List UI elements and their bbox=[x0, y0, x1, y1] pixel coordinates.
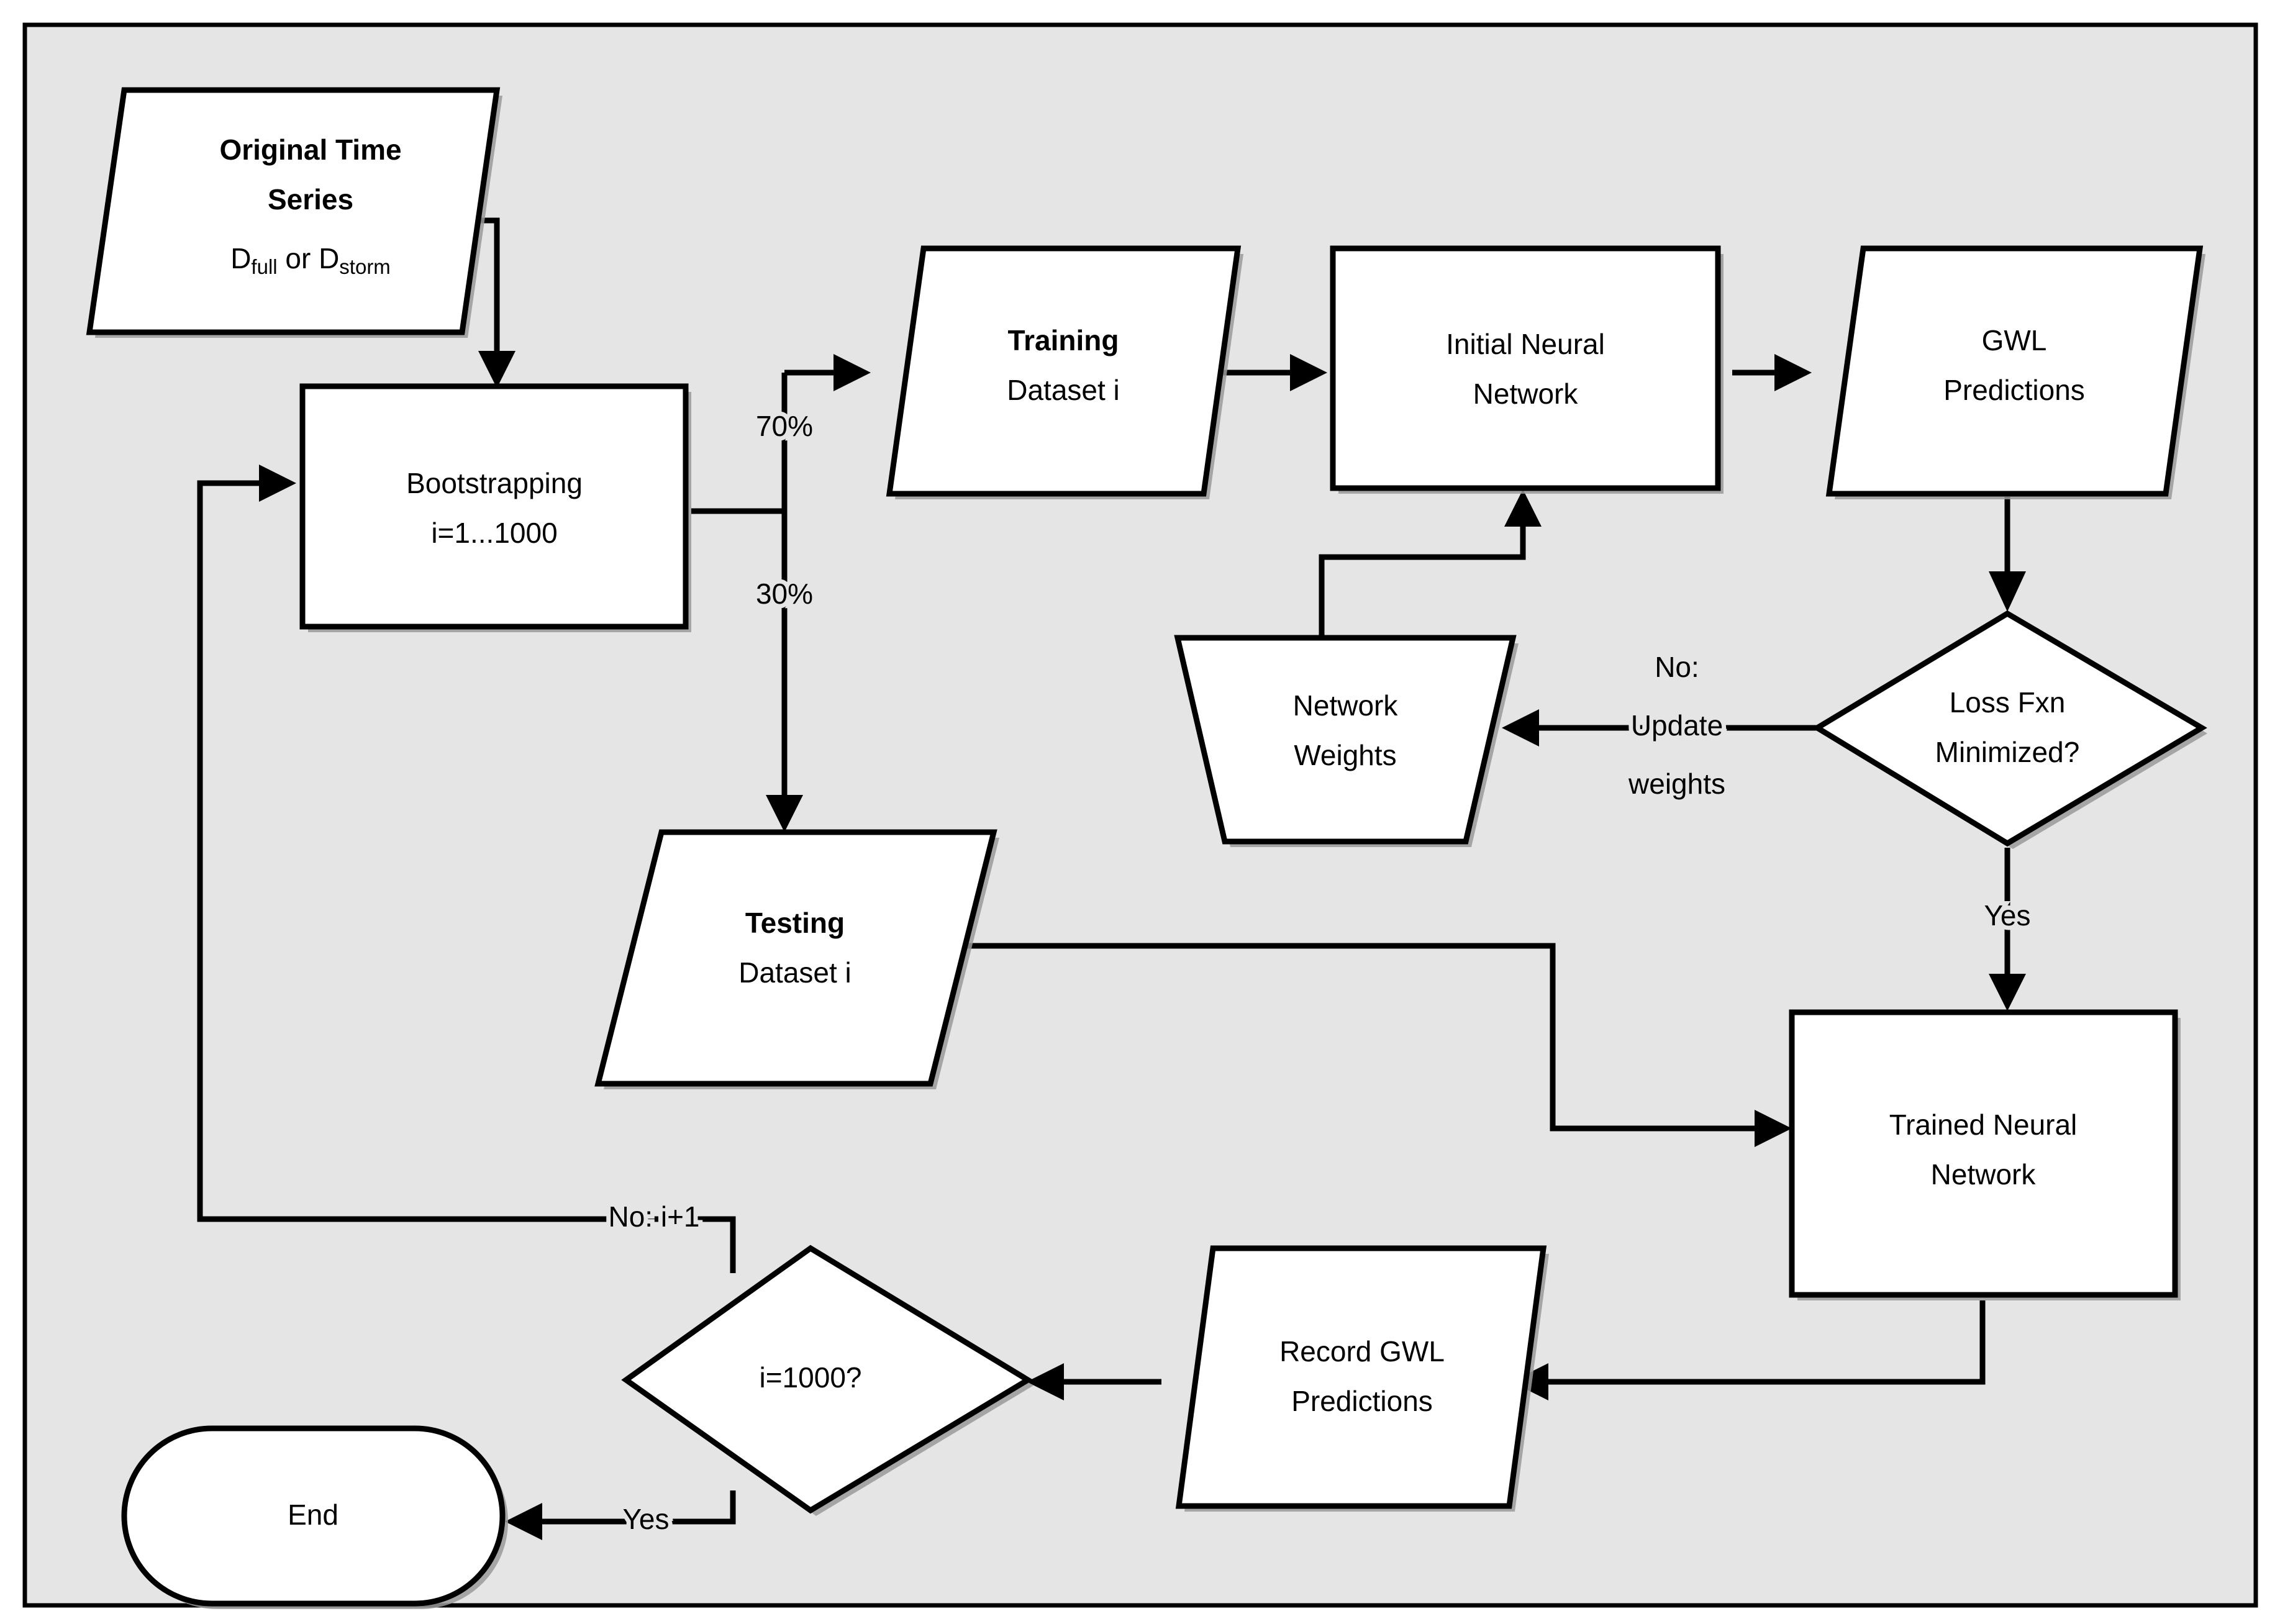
svg-text:No: i+1: No: i+1 bbox=[608, 1200, 699, 1233]
node-record-gwl-predictions-shape bbox=[1175, 1245, 1547, 1509]
svg-text:weights: weights bbox=[1628, 768, 1725, 800]
edge-loopcheck-yes-to-end bbox=[534, 1490, 736, 1525]
arrowhead-lossfxn-no-to-weights bbox=[1502, 709, 1539, 746]
node-record-gwl-predictions-line2: Predictions bbox=[1291, 1385, 1433, 1417]
node-bootstrapping[interactable]: Bootstrapping i=1...1000 bbox=[299, 383, 691, 632]
node-trained-neural-network-line2: Network bbox=[1931, 1158, 2037, 1191]
arrowhead-lossfxn-yes-to-trainednn bbox=[1989, 974, 2026, 1011]
node-loss-fxn-minimized-line1: Loss Fxn bbox=[1950, 686, 2066, 719]
node-original-time-series-line1: Original Time bbox=[219, 134, 401, 166]
node-record-gwl-predictions-line1: Record GWL bbox=[1279, 1335, 1445, 1368]
edge-label-70-percent: 70% 70% bbox=[752, 406, 817, 447]
node-loss-fxn-minimized-shape bbox=[1812, 610, 2207, 847]
node-initial-neural-network-line1: Initial Neural bbox=[1446, 328, 1605, 360]
node-network-weights-shape bbox=[1174, 635, 1517, 845]
node-loop-check-shape bbox=[621, 1245, 1033, 1514]
node-testing-dataset-shape bbox=[594, 829, 997, 1087]
node-loss-fxn-minimized[interactable]: Loss Fxn Minimized? bbox=[1812, 610, 2207, 849]
node-loss-fxn-minimized-line2: Minimized? bbox=[1935, 736, 2080, 768]
svg-text:Yes: Yes bbox=[1984, 899, 2030, 932]
arrowhead-loopcheck-yes-to-end bbox=[505, 1503, 542, 1540]
edge-label-loss-no-update-weights: No: No: Update Update weights weights bbox=[1624, 646, 1730, 804]
arrowhead-weights-to-initialnn bbox=[1504, 489, 1542, 527]
svg-text:70%: 70% bbox=[756, 410, 813, 442]
svg-text:No: i+1: No: i+1 bbox=[608, 1200, 699, 1233]
node-gwl-predictions-shape bbox=[1825, 245, 2204, 497]
node-training-dataset[interactable]: Training Dataset i bbox=[886, 245, 1243, 499]
arrowhead-split-to-training bbox=[833, 354, 871, 391]
node-initial-neural-network[interactable]: Initial Neural Network bbox=[1330, 245, 1724, 494]
arrowhead-training-to-initialnn bbox=[1290, 354, 1327, 391]
node-end[interactable]: End bbox=[121, 1425, 508, 1609]
node-bootstrapping-line2: i=1...1000 bbox=[431, 517, 557, 549]
node-network-weights[interactable]: Network Weights bbox=[1174, 635, 1519, 847]
node-ots-or-mid: or D bbox=[278, 242, 340, 274]
node-original-time-series-shape bbox=[86, 87, 501, 335]
node-gwl-predictions[interactable]: GWL Predictions bbox=[1825, 245, 2205, 499]
node-initial-neural-network-shape bbox=[1330, 245, 1721, 491]
svg-text:No:: No: bbox=[1655, 651, 1699, 683]
arrowhead-gwl-to-lossfxn bbox=[1989, 571, 2026, 612]
node-loop-check[interactable]: i=1000? bbox=[621, 1245, 1033, 1516]
edge-label-loop-no: No: i+1 No: i+1 bbox=[604, 1196, 704, 1237]
node-bootstrapping-shape bbox=[299, 383, 689, 630]
svg-text:70%: 70% bbox=[756, 410, 813, 442]
node-original-time-series[interactable]: Original Time Series Dfull or Dstorm bbox=[86, 87, 502, 338]
edge-label-30-percent: 30% 30% bbox=[752, 573, 817, 614]
edge-label-loss-yes: Yes Yes bbox=[1979, 895, 2035, 936]
svg-text:Yes: Yes bbox=[1984, 899, 2030, 932]
svg-text:30%: 30% bbox=[756, 578, 813, 610]
node-loop-check-label: i=1000? bbox=[760, 1361, 862, 1394]
edge-weights-to-initialnn bbox=[1319, 519, 1526, 637]
arrowhead-timeseries-to-bootstrapping bbox=[478, 351, 515, 388]
node-network-weights-line2: Weights bbox=[1294, 739, 1396, 771]
svg-text:Update: Update bbox=[1631, 709, 1723, 742]
arrowhead-record-to-loopcheck bbox=[1027, 1363, 1064, 1400]
node-record-gwl-predictions[interactable]: Record GWL Predictions bbox=[1175, 1245, 1549, 1512]
node-gwl-predictions-line2: Predictions bbox=[1943, 374, 2085, 406]
node-trained-neural-network-line1: Trained Neural bbox=[1889, 1109, 2078, 1141]
node-training-dataset-line1: Training bbox=[1008, 324, 1119, 356]
svg-text:30%: 30% bbox=[756, 578, 813, 610]
node-training-dataset-shape bbox=[886, 245, 1242, 497]
svg-text:Update: Update bbox=[1631, 709, 1723, 742]
node-training-dataset-line2: Dataset i bbox=[1007, 374, 1120, 406]
svg-text:weights: weights bbox=[1628, 768, 1725, 800]
node-ots-dfull-prefix: D bbox=[230, 242, 251, 274]
svg-text:No:: No: bbox=[1655, 651, 1699, 683]
node-trained-neural-network-shape bbox=[1789, 1009, 2178, 1298]
arrowhead-loopcheck-no-to-bootstrapping bbox=[259, 465, 296, 502]
edge-trainednn-to-record bbox=[1540, 1300, 1986, 1385]
node-original-time-series-line2: Series bbox=[268, 183, 353, 215]
node-testing-dataset[interactable]: Testing Dataset i bbox=[594, 829, 999, 1089]
node-ots-dfull-sub: full bbox=[251, 255, 277, 278]
node-initial-neural-network-line2: Network bbox=[1473, 378, 1579, 410]
edge-loopcheck-no-to-bootstrapping bbox=[197, 480, 736, 1273]
node-end-shape bbox=[121, 1425, 506, 1607]
node-bootstrapping-line1: Bootstrapping bbox=[406, 467, 583, 499]
arrowhead-initialnn-to-gwl bbox=[1774, 354, 1812, 391]
node-ots-dstorm-sub: storm bbox=[339, 255, 391, 278]
edge-label-loop-yes: Yes Yes bbox=[618, 1499, 673, 1540]
node-end-label: End bbox=[288, 1499, 338, 1531]
node-testing-dataset-line1: Testing bbox=[745, 907, 845, 939]
node-testing-dataset-line2: Dataset i bbox=[738, 956, 852, 989]
node-gwl-predictions-line1: GWL bbox=[1982, 324, 2047, 356]
edge-testing-to-trainednn bbox=[944, 943, 1763, 1132]
node-original-time-series-line3: Dfull or Dstorm bbox=[230, 242, 391, 278]
node-network-weights-line1: Network bbox=[1293, 689, 1399, 722]
svg-text:Yes: Yes bbox=[622, 1503, 669, 1535]
svg-text:Yes: Yes bbox=[622, 1503, 669, 1535]
node-trained-neural-network[interactable]: Trained Neural Network bbox=[1789, 1009, 2181, 1300]
arrowhead-split-to-testing bbox=[766, 795, 803, 832]
arrowhead-testing-to-trainednn bbox=[1755, 1110, 1792, 1147]
